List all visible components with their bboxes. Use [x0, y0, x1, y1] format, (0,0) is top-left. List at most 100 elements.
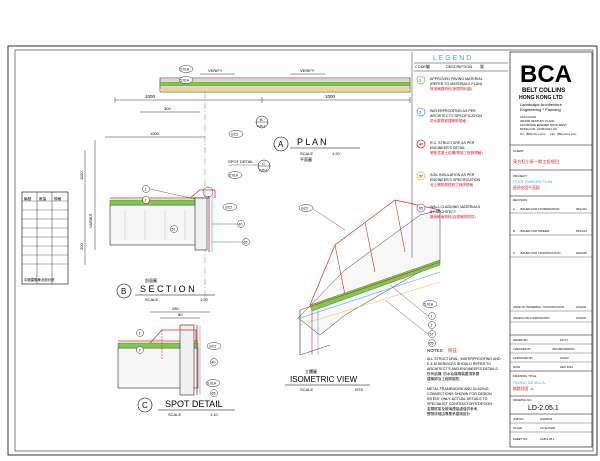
section-dim-v1: 1100: [79, 171, 84, 180]
revision-rev: B: [513, 229, 515, 233]
issue-date: 18/12/04: [576, 316, 587, 320]
spot-tag-1: 1: [139, 332, 141, 336]
plan-ref-sheet: 2.05.1: [257, 124, 266, 128]
plan-callout-1: 5.01A: [180, 68, 190, 72]
iso-callout-gc2: GC2: [301, 207, 308, 211]
drawn-label: DRAWN BY: [513, 338, 528, 342]
scale-value: AS SHOWN: [540, 426, 555, 430]
firm-fax: Fax : (852) 2xxx xxxx: [550, 132, 577, 136]
section-callout-gc2: GC2: [225, 206, 232, 210]
firm-name-1: BELT COLLINS: [522, 88, 565, 94]
legend-description-line: ENGINEER'S DETAIL: [430, 146, 465, 150]
plan-letter: A: [278, 140, 284, 149]
sheet-no-label: SHEET NO.: [513, 437, 528, 441]
notes-line: E & M SERVICES SHOULD REFER TO: [427, 362, 491, 366]
section-callout-501: 5.01A: [229, 174, 239, 178]
legend-code-header-cn: 編: [426, 64, 430, 69]
notes-line: 所有結構, 防水及機電裝置須參閱: [427, 371, 480, 376]
section-tag-65: 65: [244, 241, 248, 245]
job-no-label: JOB NO.: [513, 417, 524, 421]
notes-line: 金屬框架及玻璃連接處僅供參考,: [427, 406, 478, 411]
firm-name-2: HONG KONG LTD: [519, 95, 563, 101]
checked-label: CHECKED BY: [513, 347, 531, 351]
plan-title: P L A N: [297, 137, 327, 147]
iso-tag-57: 57: [430, 333, 434, 337]
spot-callout-501: 5.01A: [207, 382, 217, 386]
plan-dim-small: 300: [164, 106, 171, 111]
legend-code-bubble: [416, 139, 426, 149]
notes-line: METAL FRAMEWORK AND GLAZING: [427, 387, 489, 391]
plan-ref-letter: B: [260, 117, 263, 122]
legend-description-line: 泥土隔熱層根據工程師規格: [430, 182, 474, 187]
isometric-view: GC2 5.01A 1 2 57 65 立體圖 ISOMETRIC VIEW S…: [285, 199, 441, 392]
date-label: DATE: [513, 365, 520, 369]
plan-scale-label: SCALE: [300, 151, 313, 156]
section-ref-letter: C: [262, 161, 265, 166]
legend-desc-header: DESCRIPTION: [446, 65, 472, 69]
legend-code: 65: [419, 207, 423, 211]
firm-address-4: MONG KOK, KOWLOON, HK: [520, 127, 557, 131]
notes-line: CONNECTIONS SHOWN FOR DESIGN: [427, 392, 492, 396]
spot-letter: C: [142, 401, 148, 410]
spot-dim-b: 80: [178, 312, 183, 317]
revision-label: REVISION: [513, 198, 527, 202]
firm-service-1: Landscape Architecture: [520, 102, 563, 107]
iso-scale-label: SCALE: [300, 387, 313, 392]
section-view: 1100 VARIES 200 1000 1 2 57 40 65 SPOT D…: [79, 131, 271, 302]
revision-desc: ISSUED FOR TENDER: [520, 229, 549, 233]
legend-description-line: SOIL INSULATION AS PER: [430, 173, 475, 177]
iso-tag-65: 65: [430, 342, 434, 346]
project-label: PROJECT: [513, 174, 527, 178]
legend-code: 57: [419, 175, 423, 179]
section-ref-sheet: 2.05.1: [259, 168, 268, 172]
legend-code-bubble: [416, 171, 426, 181]
notes-line: ARCHITECT'S AND ENGINEER'S DETAILS.: [427, 367, 499, 371]
legend-code-bubble: [416, 107, 426, 117]
notes-line: 實際詳細由專業承建商設計: [427, 411, 471, 416]
section-scale-label: SCALE: [145, 297, 158, 302]
legend-code-header: CODE: [415, 65, 426, 69]
issue-label: ISSUED FOR COORDINATION: [513, 316, 550, 320]
revision-date: 06/01/05: [576, 251, 587, 255]
spot-scale-value: 1:10: [210, 412, 219, 417]
firm-address-3: 193 PRINCE EDWARD ROAD WEST: [520, 123, 567, 127]
notes-title-cn: 附註:: [448, 347, 458, 354]
legend-code: 1: [419, 79, 421, 83]
revision-date: 05/11/04: [576, 207, 587, 211]
legend-description-line: WALL CLADDING MATERIALS: [430, 205, 481, 209]
notes-title: NOTES:: [427, 348, 444, 353]
spot-tag-40: 40: [212, 361, 216, 365]
firm-address-1: 16th FLOOR: [520, 115, 536, 119]
section-dim-varies: VARIES: [88, 213, 93, 228]
iso-tag-2: 2: [431, 324, 433, 328]
schedule-cell: 編號: [24, 196, 32, 201]
legend-code: 40: [419, 143, 423, 147]
sheet-no: CAB-2.05.1: [540, 437, 555, 441]
plan-dim-left: 1000: [145, 94, 156, 99]
spot-title: SPOT DETAIL: [165, 399, 223, 409]
spot-detail-view: 280 80 1 2 40 65 GC2 5.01A C SPOT DETAIL…: [117, 306, 235, 417]
legend-code-bubble: [416, 75, 426, 85]
legend-description-line: WATERPROOFING AS PER: [430, 109, 476, 113]
firm-tel: Tel : (852) 2xxx xxxx: [520, 132, 546, 136]
legend-description-line: 牆身飾面物料(由建築師提供): [430, 214, 476, 219]
project-name-en: ROOF GARDEN PLAN: [513, 180, 552, 184]
notes-panel: NOTES: 附註: ALL STRUCTURAL, WATERPROOFING…: [427, 347, 501, 416]
notes-line: 建築師及工程師圖則: [427, 376, 460, 381]
legend-description-line: R.C. STRUCTURE AS PER: [430, 141, 475, 145]
approved-value: GC/DC: [560, 356, 569, 360]
plan-callout-2: 5.01A: [180, 79, 190, 83]
section-dim-top: 1000: [150, 131, 160, 136]
legend-code-bubble: [416, 203, 426, 213]
revision-date: 05/12/04: [576, 229, 587, 233]
date-value: DEC 2004: [560, 365, 573, 369]
spot-tag-2: 2: [139, 349, 141, 353]
title-block: BCA BELT COLLINS HONG KONG LTD Landscape…: [509, 51, 593, 448]
plan-verify-2: VERIFY: [300, 68, 315, 73]
iso-scale-value: NTS: [355, 387, 363, 392]
drawing-title-label: DRAWING TITLE: [513, 374, 536, 378]
legend-desc-header-cn: 號: [480, 64, 484, 69]
legend-code: 2: [419, 111, 421, 115]
